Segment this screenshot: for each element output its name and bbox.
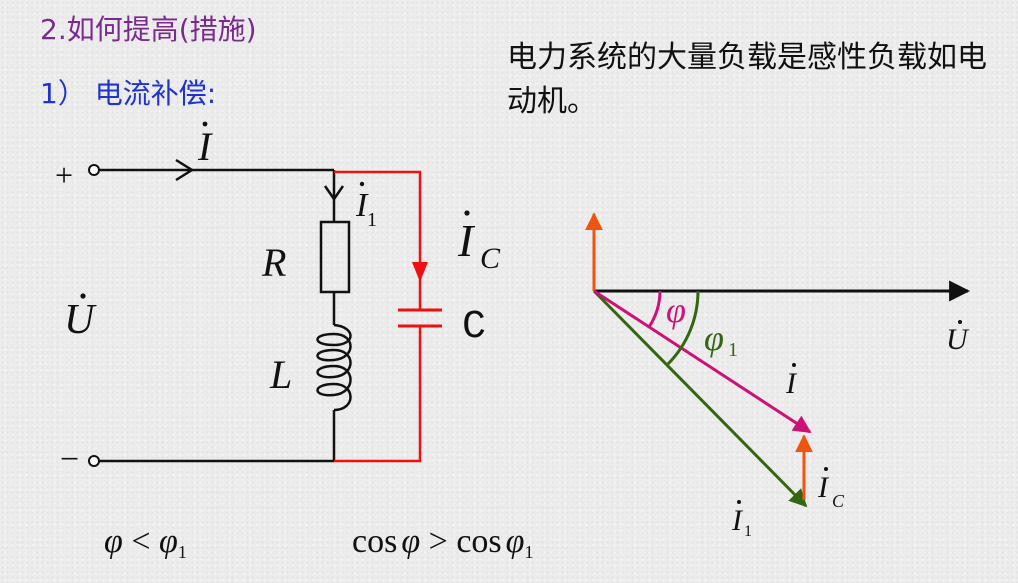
svg-text:φ < φ1: φ < φ1 bbox=[104, 523, 187, 562]
plus-terminal-label: + bbox=[55, 157, 73, 193]
svg-text:1: 1 bbox=[728, 339, 738, 361]
voltage-label: U bbox=[64, 293, 97, 343]
slide-heading: 2.如何提高(措施) bbox=[40, 13, 257, 46]
branch-current-arrow bbox=[323, 185, 345, 202]
plus-terminal bbox=[88, 164, 100, 176]
resistor bbox=[319, 220, 351, 294]
angle-phi1-label: φ 1 bbox=[704, 318, 738, 361]
dot-accent bbox=[80, 293, 86, 299]
svg-text:φ: φ bbox=[704, 318, 724, 358]
capacitor-branch-bottom-wire bbox=[334, 326, 422, 463]
phasor-diagram: φ φ 1 U I I C I 1 bbox=[585, 212, 971, 540]
svg-text:I: I bbox=[355, 187, 369, 224]
minus-terminal-label: − bbox=[60, 441, 79, 478]
inductor-label: L bbox=[269, 352, 292, 397]
resistor-label: R bbox=[261, 240, 286, 285]
dot-accent bbox=[359, 181, 365, 187]
current1-phasor-label: I 1 bbox=[731, 500, 752, 540]
dot-accent bbox=[792, 363, 796, 367]
current1-phasor bbox=[592, 289, 808, 508]
dot-accent bbox=[824, 467, 828, 471]
current-phasor bbox=[593, 289, 812, 434]
slide-subheading: 1） 电流补偿: bbox=[40, 77, 217, 110]
main-current-arrow bbox=[175, 158, 195, 182]
svg-text:U: U bbox=[946, 323, 970, 356]
capacitor-current-phasor-label: I C bbox=[817, 467, 845, 511]
current-phasor-label: I bbox=[785, 363, 798, 400]
dot-accent bbox=[202, 121, 208, 127]
svg-text:C: C bbox=[832, 491, 845, 511]
minus-terminal bbox=[88, 455, 100, 467]
angle-phi-arc bbox=[647, 290, 662, 328]
capacitor-current-arrow bbox=[412, 262, 428, 282]
svg-text:I: I bbox=[731, 504, 744, 537]
svg-text:C: C bbox=[480, 242, 501, 275]
dot-accent bbox=[464, 210, 470, 216]
capacitor-label: C bbox=[462, 305, 486, 350]
dot-accent bbox=[958, 320, 962, 324]
capacitor-branch-top-wire bbox=[334, 170, 422, 310]
dot-accent bbox=[737, 500, 741, 504]
main-current-label: I bbox=[197, 121, 213, 169]
circuit: + − I I 1 I C bbox=[55, 121, 501, 478]
svg-text:1: 1 bbox=[367, 209, 377, 231]
angle-phi1-arc bbox=[666, 290, 700, 366]
slide-description: 电力系统的大量负载是感性负载如电动机。 bbox=[507, 40, 987, 119]
branch-current-label: I 1 bbox=[355, 181, 377, 231]
voltage-phasor-label: U bbox=[946, 320, 970, 356]
svg-text:I: I bbox=[457, 215, 476, 266]
capacitor-current-label: I C bbox=[457, 210, 501, 275]
svg-text:I: I bbox=[817, 471, 830, 504]
inductor bbox=[316, 323, 352, 412]
svg-text:I: I bbox=[785, 367, 798, 400]
svg-text:U: U bbox=[64, 297, 97, 343]
svg-text:I: I bbox=[197, 124, 213, 169]
angle-relation: φ < φ1 bbox=[104, 523, 187, 562]
svg-text:1: 1 bbox=[744, 523, 752, 540]
angle-phi-label: φ bbox=[666, 290, 686, 330]
